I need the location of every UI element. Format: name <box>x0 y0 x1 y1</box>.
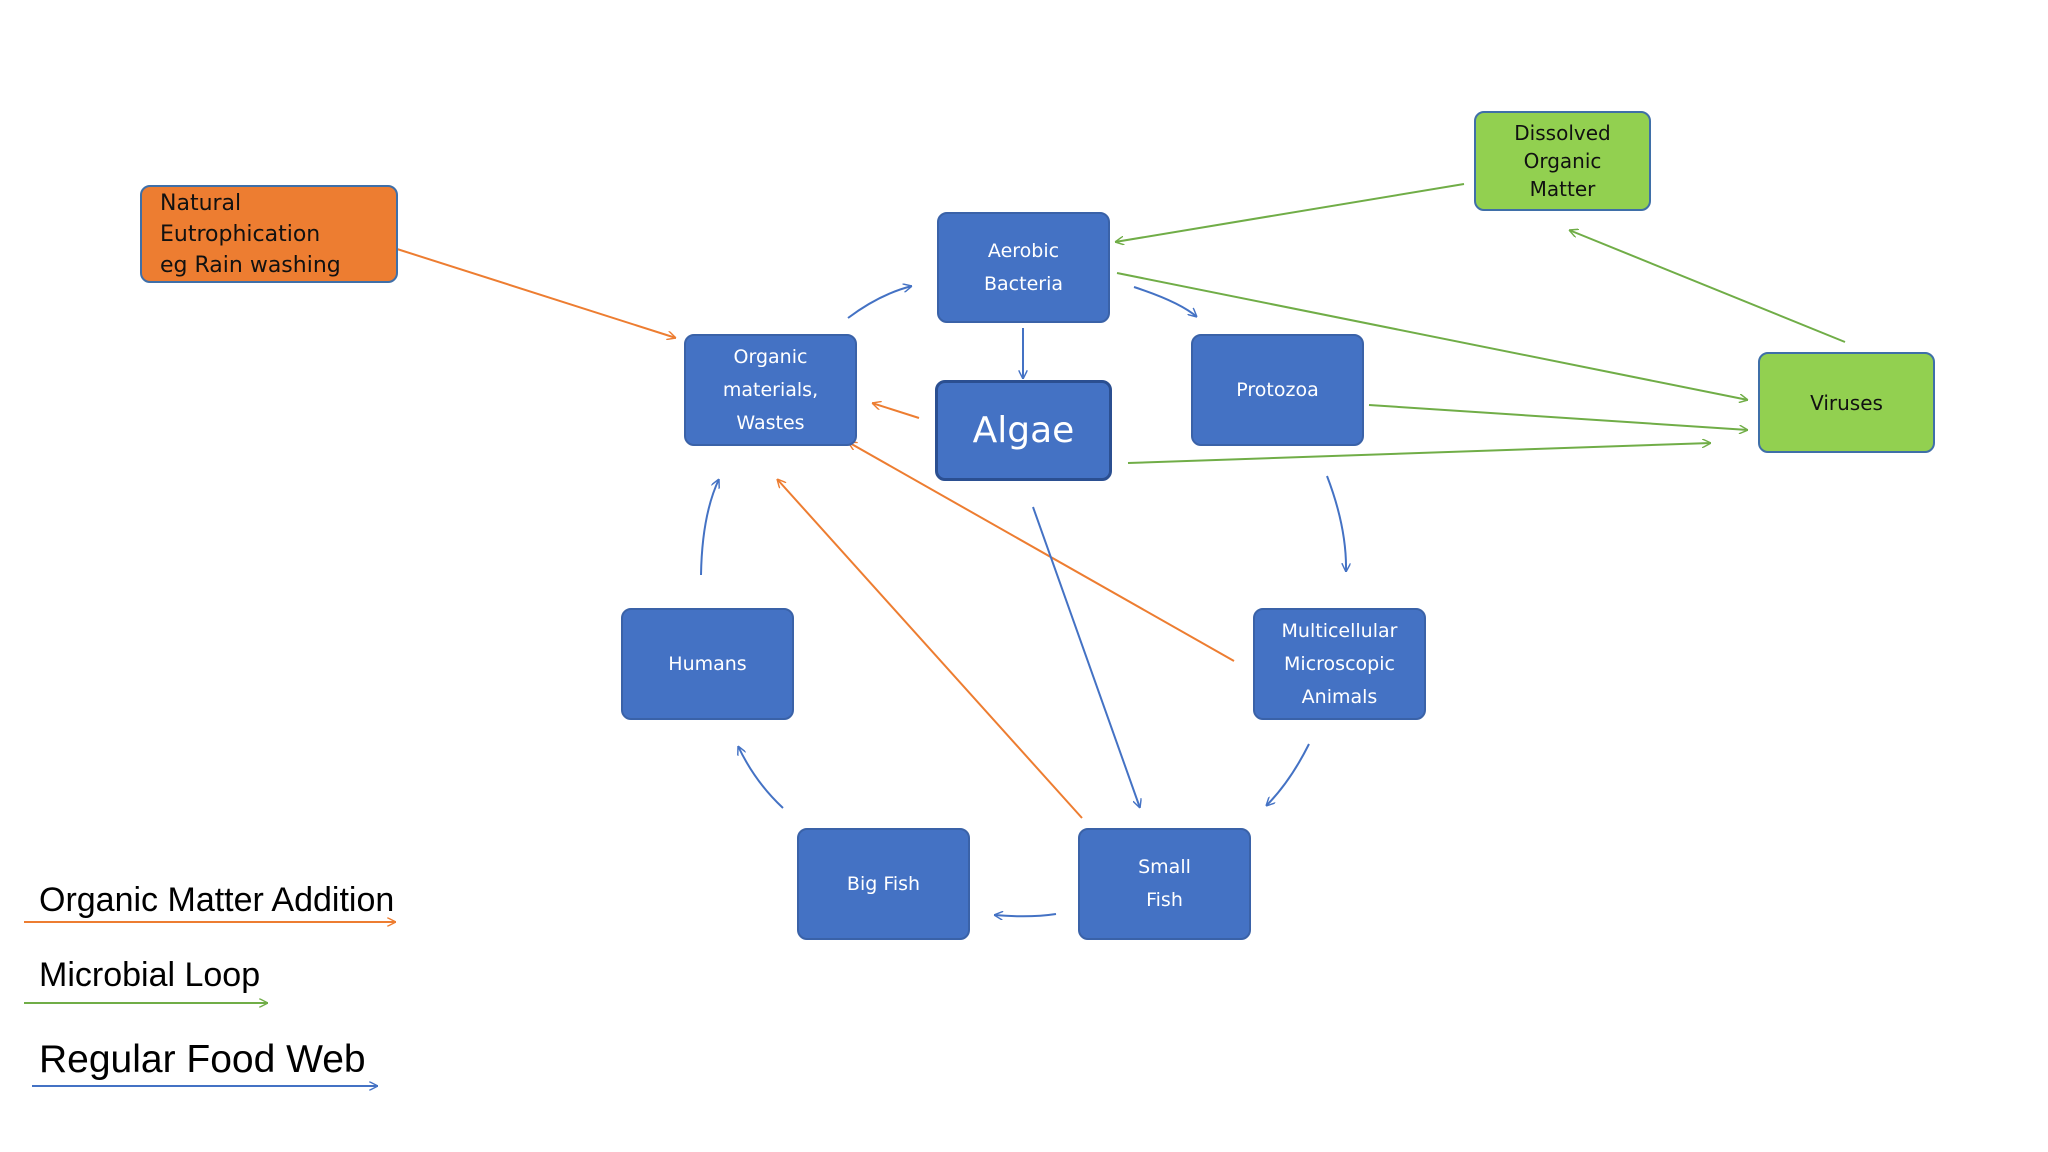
legend-label-microbial-loop: Microbial Loop <box>39 956 261 994</box>
arrow-algae-to-viruses <box>1127 443 1711 464</box>
arrow-dom-to-bacteria <box>1115 183 1465 242</box>
arrow-organic-to-bacteria <box>847 286 912 319</box>
arrow-bacteria-to-protozoa <box>1133 286 1197 317</box>
arrow-humans-to-organic <box>700 479 719 576</box>
arrow-smallfish-to-organic <box>777 479 1083 819</box>
node-big-fish: Big Fish <box>797 828 970 940</box>
arrow-bigfish-to-humans <box>738 746 784 809</box>
arrow-algae-to-organic <box>872 403 920 419</box>
arrow-bacteria-to-viruses <box>1116 272 1748 400</box>
node-dissolved-organic-matter: Dissolved Organic Matter <box>1474 111 1651 211</box>
node-natural-eutrophication: Natural Eutrophication eg Rain washing <box>140 185 398 283</box>
arrow-multicellular-to-organic <box>848 441 1235 662</box>
node-organic-materials: Organic materials, Wastes <box>684 334 857 446</box>
node-algae: Algae <box>935 380 1112 481</box>
arrow-viruses-to-dom <box>1569 230 1846 343</box>
legend-label-organic-matter: Organic Matter Addition <box>39 881 395 919</box>
arrow-multicellular-to-smallfish <box>1266 743 1310 806</box>
node-protozoa: Protozoa <box>1191 334 1364 446</box>
arrow-protozoa-to-viruses <box>1368 404 1748 430</box>
node-viruses: Viruses <box>1758 352 1935 453</box>
arrow-smallfish-to-bigfish <box>994 914 1057 916</box>
legend-label-food-web: Regular Food Web <box>39 1038 366 1081</box>
node-multicellular-animals: Multicellular Microscopic Animals <box>1253 608 1426 720</box>
node-small-fish: Small Fish <box>1078 828 1251 940</box>
node-humans: Humans <box>621 608 794 720</box>
arrow-eutrophication-to-organic <box>396 248 676 338</box>
node-aerobic-bacteria: Aerobic Bacteria <box>937 212 1110 323</box>
arrow-protozoa-to-multicellular <box>1326 475 1346 572</box>
arrow-algae-to-smallfish <box>1032 506 1140 808</box>
